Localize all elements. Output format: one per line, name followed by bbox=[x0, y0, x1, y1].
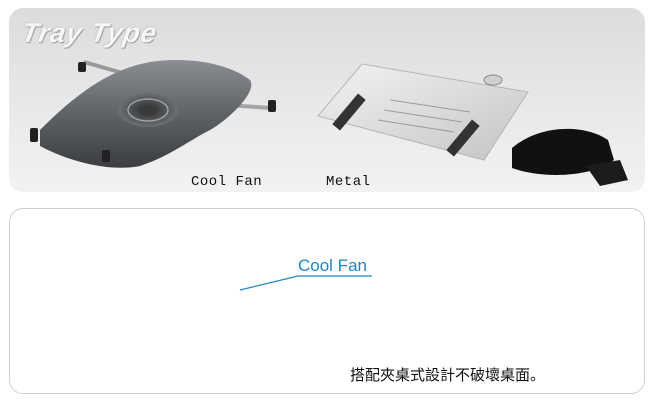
cool-fan-callout: Cool Fan bbox=[298, 256, 367, 275]
metal-tray bbox=[317, 63, 628, 186]
clamp-description: 搭配夾桌式設計不破壞桌面。 bbox=[350, 366, 546, 384]
bottom-panel bbox=[9, 208, 645, 394]
cool-fan-tray bbox=[30, 60, 276, 168]
metal-caption: Metal bbox=[326, 174, 371, 190]
cool-fan-caption: Cool Fan bbox=[191, 174, 263, 190]
